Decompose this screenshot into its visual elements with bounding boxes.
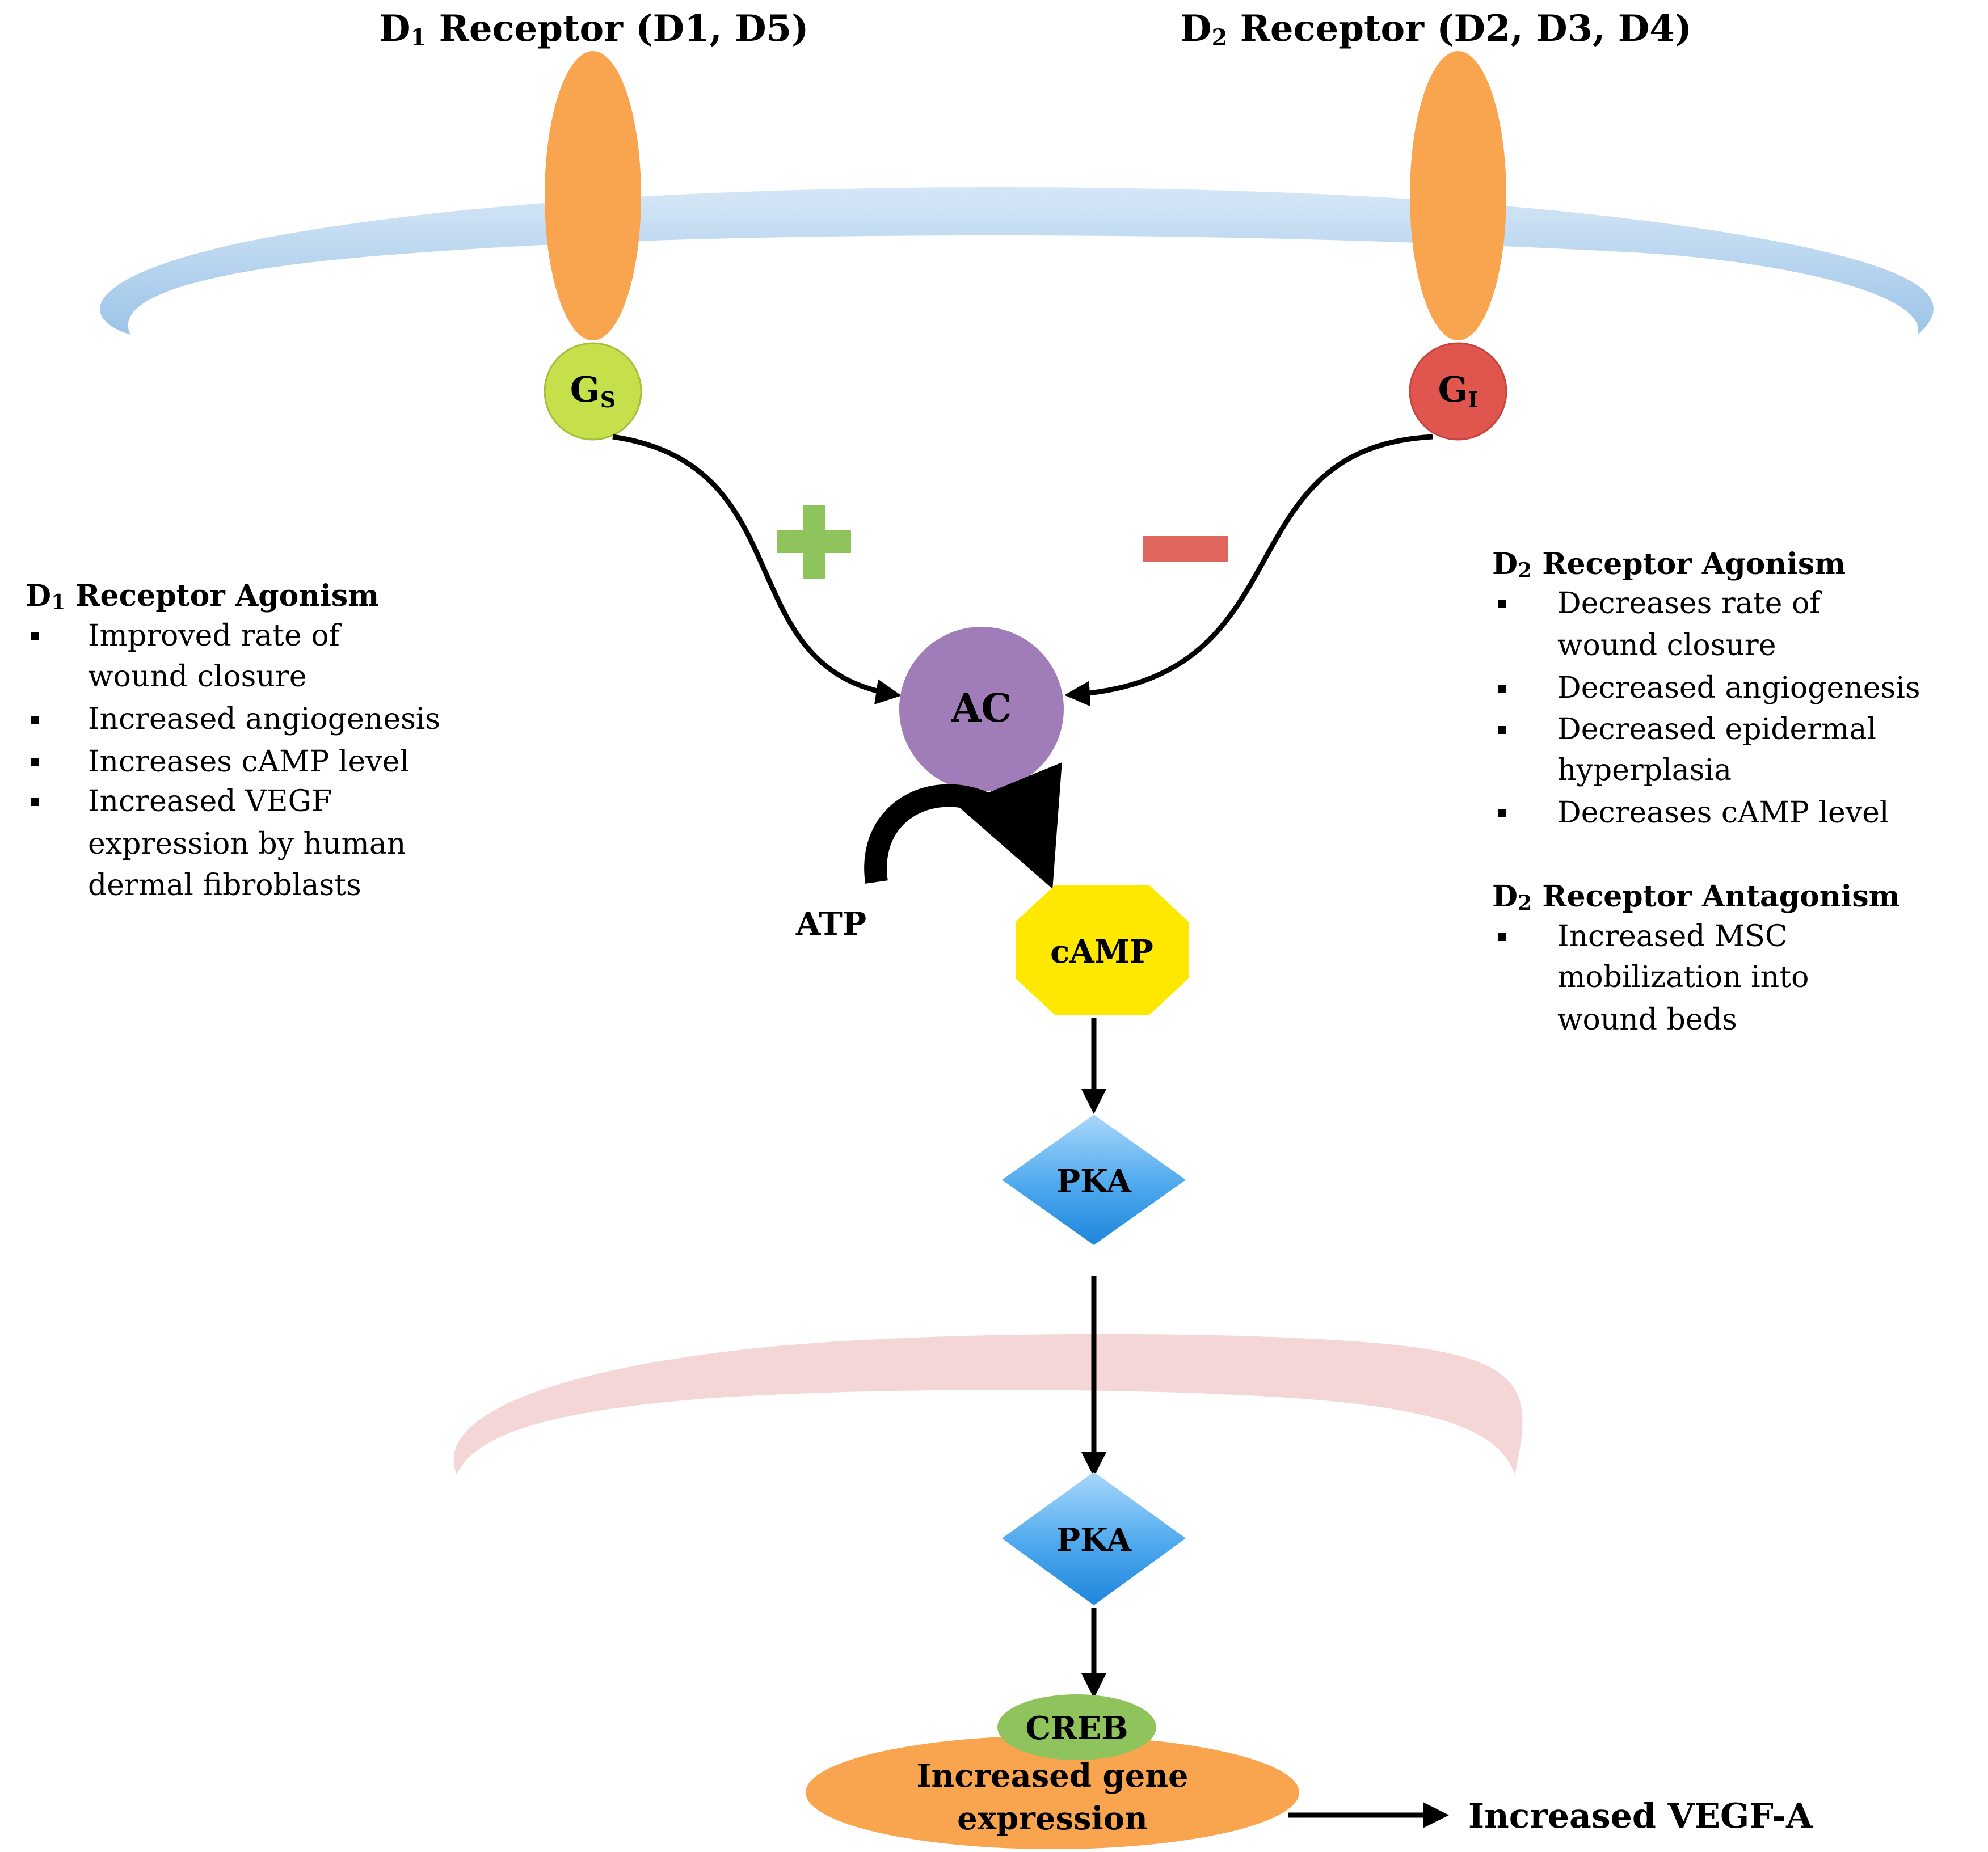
gs-to-ac-arrow [612, 434, 902, 704]
cell-membrane [100, 187, 1934, 335]
bullet-icon [31, 716, 39, 724]
bullet-icon [31, 758, 39, 766]
d2-item-2: Decreased angiogenesis [1557, 671, 1920, 705]
gene-expression-node [806, 1736, 1299, 1849]
camp-molecule [1016, 885, 1189, 1015]
d2-item-3-line-1: Decreased epidermal [1557, 712, 1876, 746]
stimulation-plus-sign [777, 505, 851, 579]
creb-label: CREB [1025, 1710, 1128, 1747]
d2-antagonism-item-line-1: Increased MSC [1557, 919, 1788, 954]
gi-protein [1409, 342, 1507, 441]
d2-antagonism-item-line-2: mobilization into [1557, 960, 1809, 994]
adenylyl-cyclase [899, 627, 1064, 791]
gene-expression-line-1: Increased gene [916, 1757, 1188, 1795]
d2-item-1-line-1: Decreases rate of [1557, 587, 1822, 621]
d2-panel: D2 Receptor Agonism Decreases rate of wo… [1492, 547, 1920, 1037]
gs-label: GS [570, 369, 616, 412]
inhibition-minus-sign [1143, 536, 1228, 562]
d2-agonism-heading: D2 Receptor Agonism [1492, 547, 1846, 583]
bullet-icon [1498, 726, 1506, 734]
bullet-icon [1498, 933, 1506, 941]
pka-lower-label: PKA [1056, 1521, 1132, 1559]
d1-item-4-line-3: dermal fibroblasts [88, 868, 361, 902]
d1-receptor-title: D1 Receptor (D1, D5) [379, 7, 808, 51]
bullet-icon [1498, 809, 1506, 817]
pka-nuclear [1002, 1472, 1186, 1605]
d2-receptor-title: D2 Receptor (D2, D3, D4) [1180, 7, 1692, 51]
d1-item-3: Increases cAMP level [88, 745, 409, 779]
nuclear-membrane [453, 1334, 1523, 1475]
bullet-icon [31, 632, 39, 640]
atp-to-camp-arrow [864, 762, 1062, 889]
d1-receptor [545, 51, 641, 340]
d1-item-2: Increased angiogenesis [88, 702, 440, 736]
vegf-output-label: Increased VEGF-A [1468, 1796, 1813, 1836]
d2-item-4: Decreases cAMP level [1557, 796, 1889, 830]
camp-label: cAMP [1050, 933, 1153, 971]
d1-item-4-line-2: expression by human [88, 827, 406, 861]
d1-item-1-line-1: Improved rate of [88, 619, 342, 653]
ac-label: AC [951, 686, 1012, 731]
gs-protein [544, 342, 642, 441]
d1-agonism-heading: D1 Receptor Agonism [26, 579, 379, 614]
d1-item-1-line-2: wound closure [88, 660, 306, 694]
bullet-icon [1498, 600, 1506, 608]
d2-receptor [1410, 51, 1506, 340]
gene-expression-line-2: expression [957, 1800, 1148, 1837]
gi-label: GI [1438, 369, 1479, 412]
bullet-icon [1498, 685, 1506, 693]
atp-label: ATP [795, 905, 866, 943]
bullet-icon [31, 798, 39, 806]
d2-item-3-line-2: hyperplasia [1557, 753, 1732, 787]
d1-item-4-line-1: Increased VEGF [88, 784, 332, 819]
gi-to-ac-arrow [1064, 434, 1433, 707]
pka-cytoplasmic [1002, 1115, 1186, 1245]
d2-antagonism-heading: D2 Receptor Antagonism [1492, 879, 1900, 915]
pka-upper-label: PKA [1056, 1163, 1132, 1200]
creb-transcription-factor [997, 1694, 1156, 1760]
d2-antagonism-item-line-3: wound beds [1557, 1003, 1737, 1037]
d2-item-1-line-2: wound closure [1557, 628, 1776, 663]
d1-agonism-panel: D1 Receptor Agonism Improved rate of wou… [26, 579, 440, 902]
